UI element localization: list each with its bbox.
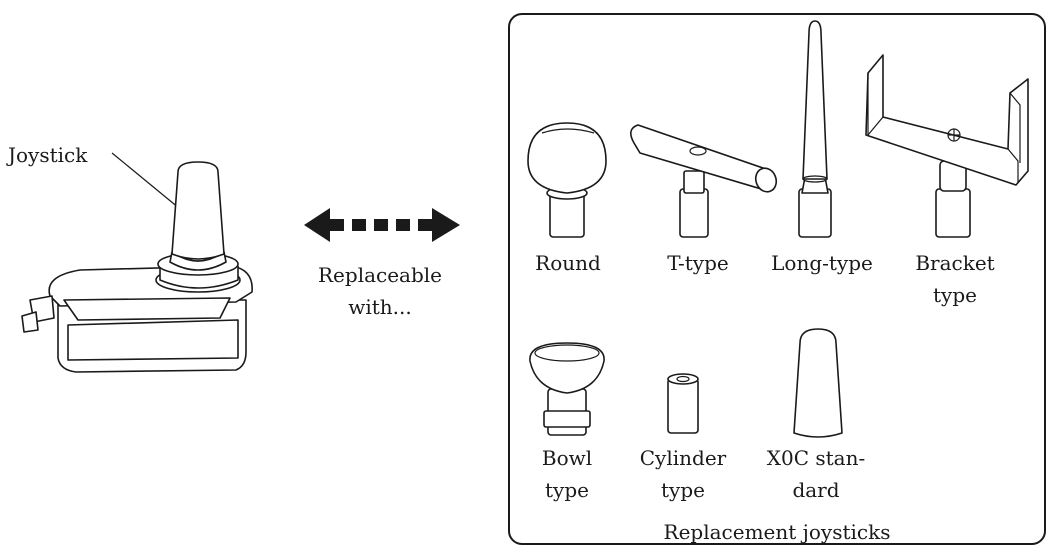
item-x0c-label-line2: dard bbox=[792, 478, 840, 502]
item-x0c-label-line1: X0C stan- bbox=[766, 446, 866, 470]
round-knob-icon bbox=[527, 122, 607, 238]
item-round-label: Round bbox=[535, 251, 601, 275]
bowl-type-knob-icon bbox=[529, 342, 605, 436]
bracket-type-knob-icon bbox=[865, 54, 1029, 238]
replaceable-label-line1: Replaceable bbox=[317, 263, 443, 287]
item-bowl-label-line2: type bbox=[545, 478, 589, 502]
panel-caption: Replacement joysticks bbox=[663, 520, 891, 544]
replacement-knobs-illustration bbox=[527, 20, 1029, 438]
long-type-knob-icon bbox=[798, 20, 832, 238]
replaceable-label-line2: with... bbox=[348, 295, 412, 319]
joystick-label: Joystick bbox=[8, 143, 88, 167]
item-bracket-label-line2: type bbox=[933, 283, 977, 307]
double-arrow-icon bbox=[304, 208, 460, 242]
item-cylinder-label-line1: Cylinder bbox=[639, 446, 727, 470]
item-bracket-label-line1: Bracket bbox=[915, 251, 995, 275]
x0c-standard-knob-icon bbox=[793, 328, 843, 438]
item-long-type-label: Long-type bbox=[771, 251, 873, 275]
joystick-device-illustration bbox=[21, 152, 253, 373]
replacement-panel bbox=[508, 13, 1046, 545]
t-type-knob-icon bbox=[630, 124, 778, 238]
cylinder-type-knob-icon bbox=[667, 373, 699, 434]
item-t-type-label: T-type bbox=[667, 251, 729, 275]
item-bowl-label-line1: Bowl bbox=[541, 446, 593, 470]
item-cylinder-label-line2: type bbox=[661, 478, 705, 502]
